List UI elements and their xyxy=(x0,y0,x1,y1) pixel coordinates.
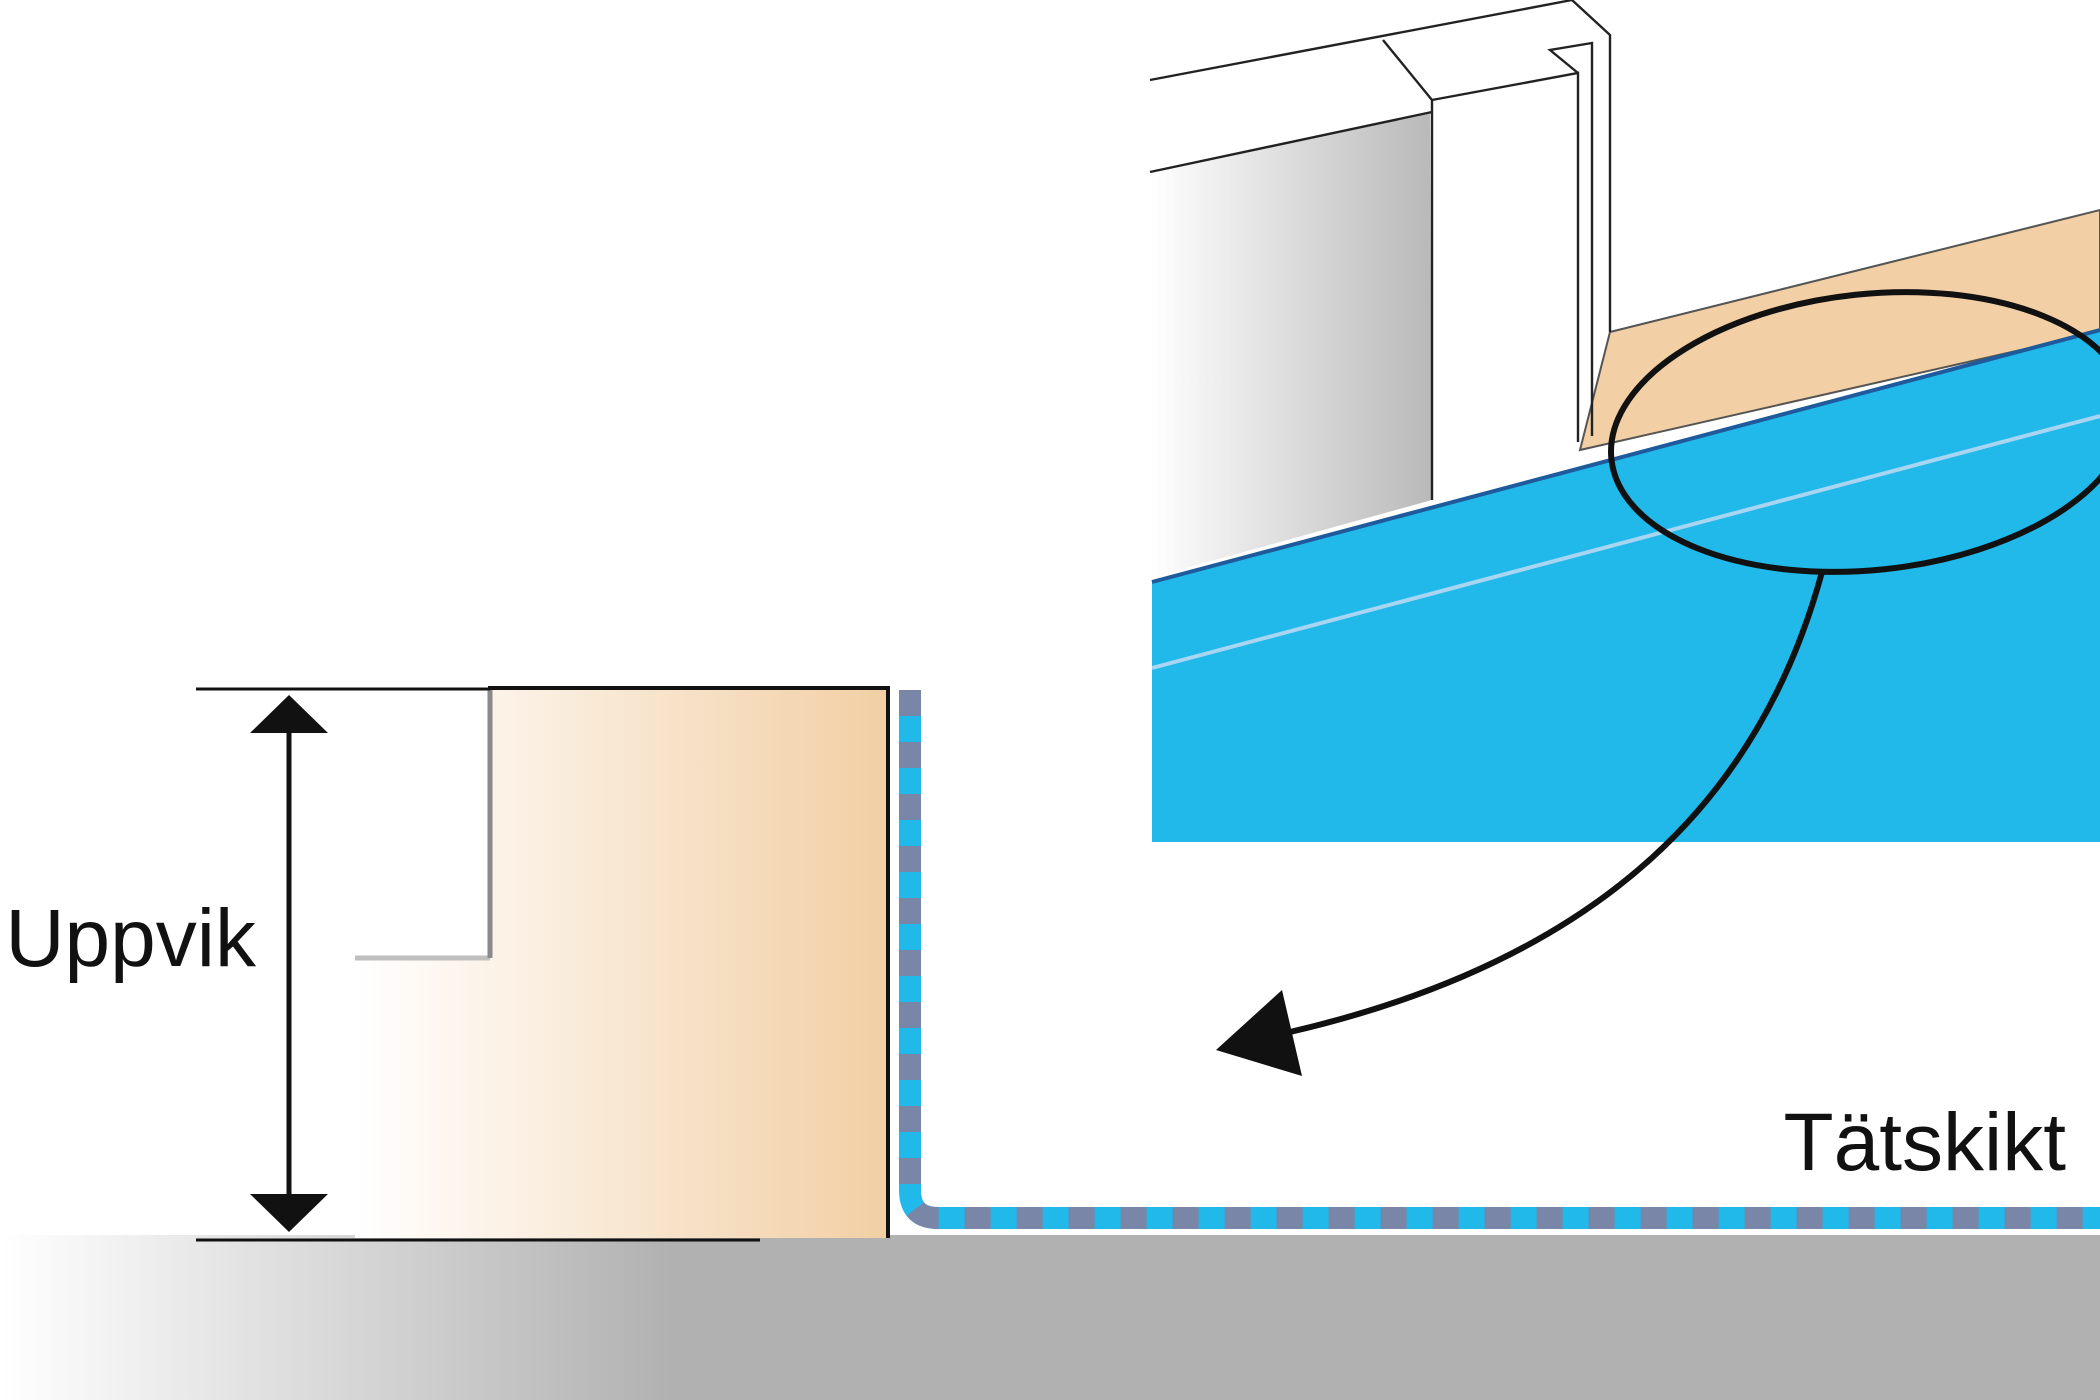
callout-arrowhead xyxy=(1216,990,1302,1076)
callout-ellipse xyxy=(1608,289,2100,575)
detail-board xyxy=(1578,208,2100,452)
detail-wall-face xyxy=(1150,112,1432,578)
dimension-arrowhead-up xyxy=(250,695,328,733)
membrane-label: Tätskikt xyxy=(1784,1097,2067,1188)
detail-membrane-edge xyxy=(1151,328,2100,584)
upturn-label: Uppvik xyxy=(5,893,257,984)
membrane-layer xyxy=(899,690,2100,1229)
dimension-arrowhead-down xyxy=(250,1194,328,1232)
callout-arrow xyxy=(1216,571,1825,1076)
floor-slab xyxy=(0,1235,2100,1400)
upturn-dimension-arrow xyxy=(250,695,328,1232)
detail-perspective-view xyxy=(1149,0,2100,842)
detail-membrane xyxy=(1152,330,2100,842)
detail-membrane-highlight xyxy=(1151,414,2100,670)
detail-wall-outline xyxy=(1149,0,1612,500)
wall-board xyxy=(355,686,890,1238)
